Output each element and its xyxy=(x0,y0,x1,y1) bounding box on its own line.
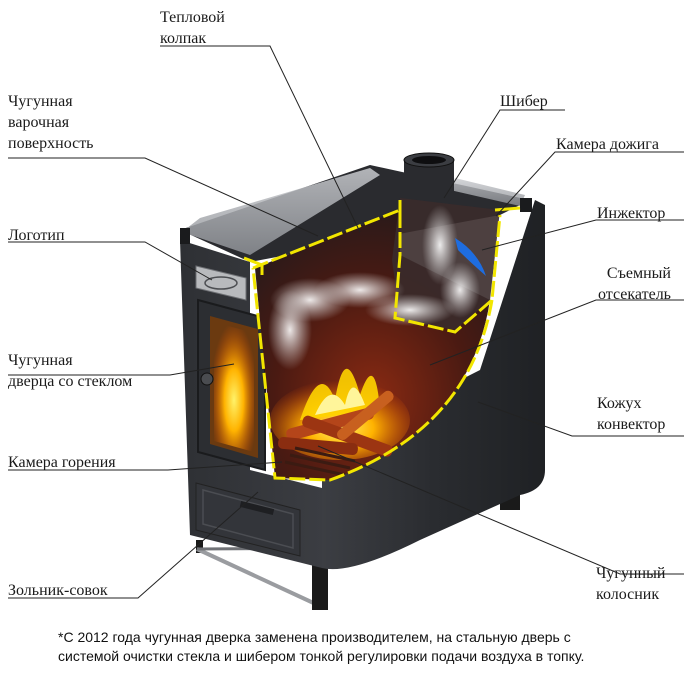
label-damper: Шибер xyxy=(500,91,548,112)
door-handle xyxy=(200,372,214,386)
chamber-outline xyxy=(251,207,502,482)
label-convector: Кожух конвектор xyxy=(597,393,665,435)
label-cutter-line1: Съемный xyxy=(606,265,671,282)
injector-flame xyxy=(455,238,486,276)
label-grate-line2: колосник xyxy=(596,586,660,603)
footnote-line2: системой очистки стекла и шибером тонкой… xyxy=(58,648,585,664)
label-door-line2: дверца со стеклом xyxy=(8,373,133,390)
label-combustion-chamber-line1: Камера горения xyxy=(8,454,116,471)
label-logo: Логотип xyxy=(8,225,65,246)
footnote: *С 2012 года чугунная дверка заменена пр… xyxy=(58,628,678,666)
label-door-line1: Чугунная xyxy=(8,352,73,369)
label-thermal-hood: Тепловой колпак xyxy=(160,7,225,49)
label-cooking-surface-line3: поверхность xyxy=(8,135,94,152)
label-door: Чугунная дверца со стеклом xyxy=(8,350,132,392)
label-injector-line1: Инжектор xyxy=(597,205,666,222)
label-convector-line1: Кожух xyxy=(597,395,642,412)
label-ash-pan-line1: Зольник-совок xyxy=(8,582,108,599)
label-thermal-hood-line2: колпак xyxy=(160,30,207,47)
label-logo-line1: Логотип xyxy=(8,227,65,244)
footnote-line1: *С 2012 года чугунная дверка заменена пр… xyxy=(58,629,571,645)
ash-pan xyxy=(195,482,301,557)
label-grate: Чугунный колосник xyxy=(596,563,665,605)
chimney-damper xyxy=(403,152,455,200)
label-cooking-surface-line2: варочная xyxy=(8,114,70,131)
label-convector-line2: конвектор xyxy=(597,416,666,433)
label-ash-pan: Зольник-совок xyxy=(8,580,108,601)
label-cutter: Съемный отсекатель xyxy=(598,263,671,305)
label-cooking-surface-line1: Чугунная xyxy=(8,93,73,110)
convector-casing xyxy=(322,200,545,570)
label-damper-line1: Шибер xyxy=(500,93,548,110)
label-grate-line1: Чугунный xyxy=(596,565,666,582)
label-cutter-line2: отсекатель xyxy=(598,286,671,303)
grate xyxy=(284,446,356,477)
label-afterburn-chamber-line1: Камера дожига xyxy=(556,136,659,153)
label-injector: Инжектор xyxy=(597,203,665,224)
logo-plate xyxy=(195,265,247,301)
label-thermal-hood-line1: Тепловой xyxy=(160,9,225,26)
label-afterburn-chamber: Камера дожига xyxy=(556,134,659,155)
leader-lines xyxy=(8,45,684,599)
cast-iron-door xyxy=(197,298,266,472)
smoke xyxy=(268,205,480,370)
label-combustion-chamber: Камера горения xyxy=(8,452,116,473)
label-cooking-surface: Чугунная варочная поверхность xyxy=(8,91,93,154)
